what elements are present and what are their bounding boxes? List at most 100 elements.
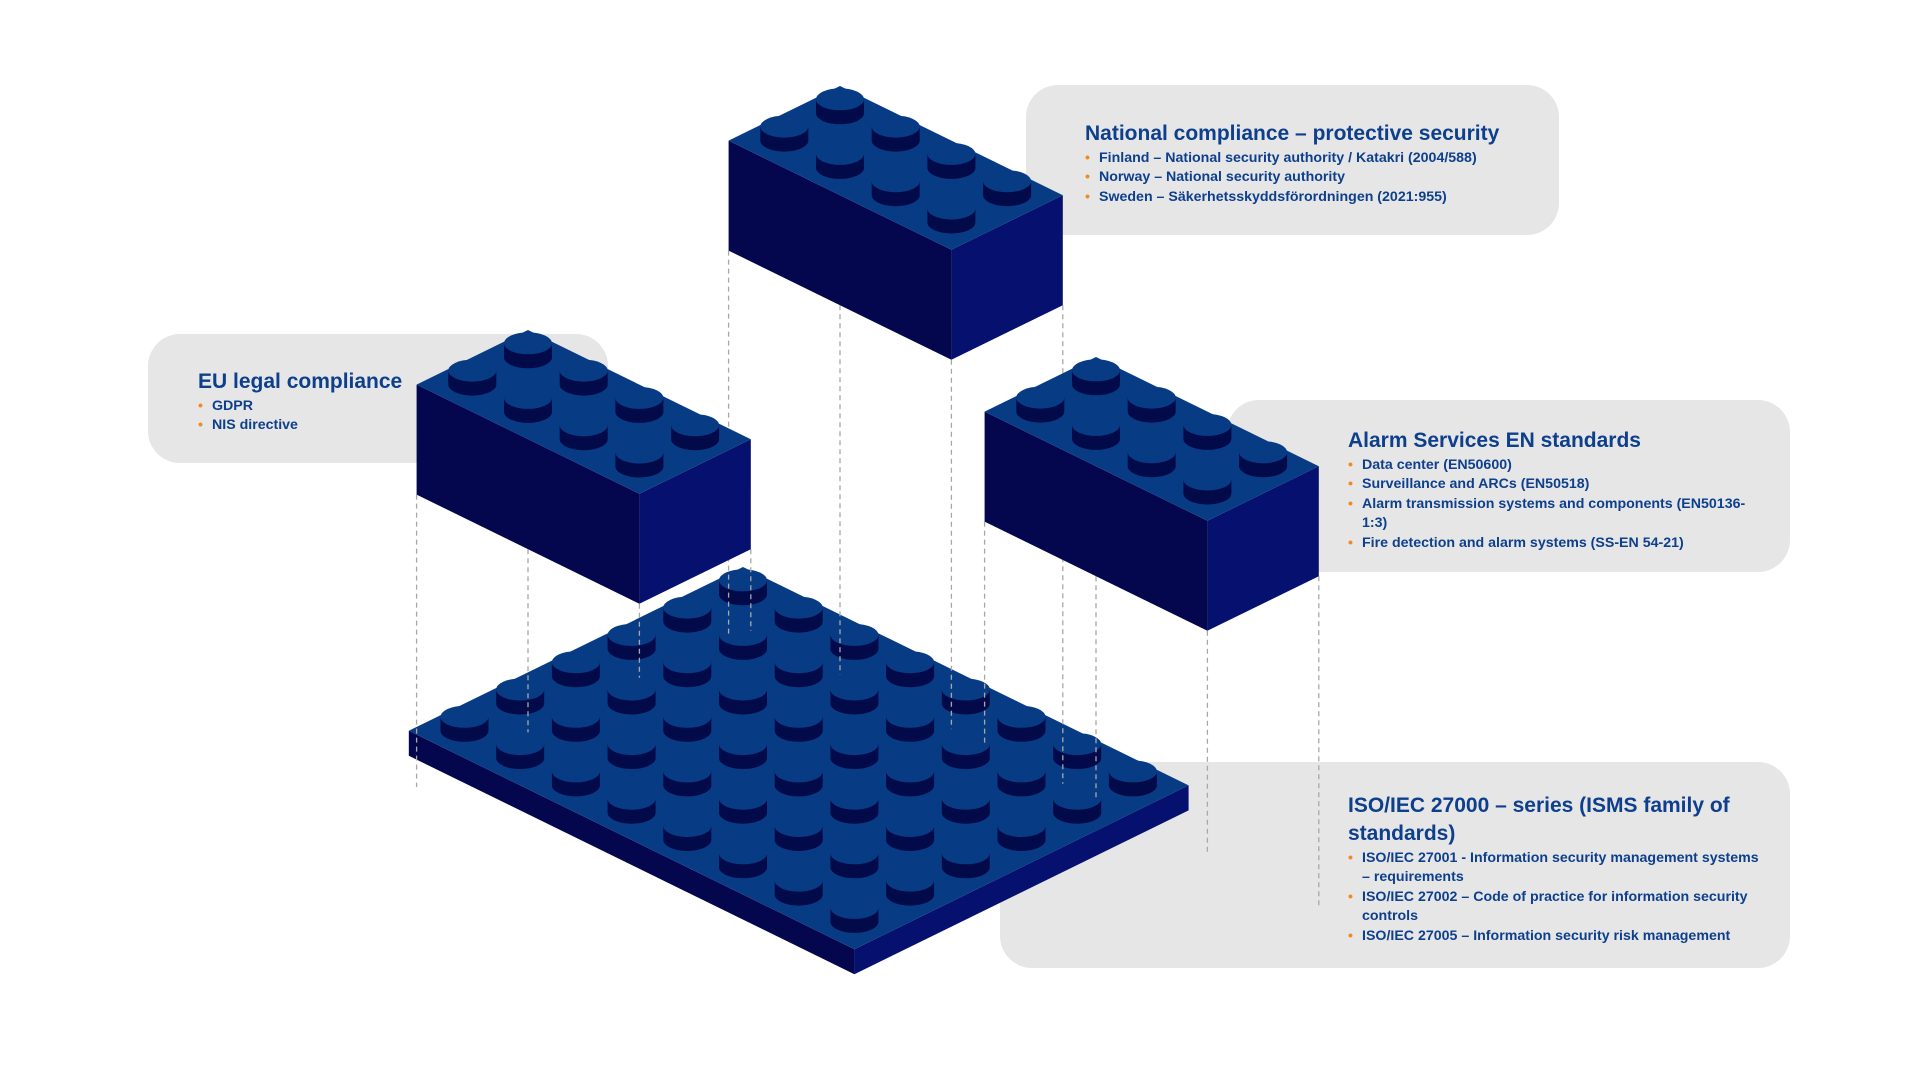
stud <box>607 678 656 715</box>
baseplate-brick <box>408 567 1189 975</box>
bullet-icon: • <box>1085 169 1090 186</box>
stud <box>760 115 809 152</box>
brick-left-face <box>408 730 855 975</box>
stud <box>551 760 600 797</box>
bullet-icon: • <box>1085 188 1090 205</box>
stud <box>830 733 879 770</box>
stud <box>615 441 664 478</box>
list-item: •Alarm transmission systems and componen… <box>1348 495 1746 532</box>
stud <box>941 678 990 715</box>
eu-compliance-brick <box>416 330 751 604</box>
stud <box>504 386 552 423</box>
stud <box>830 678 879 715</box>
list-item: •Fire detection and alarm systems (SS-EN… <box>1348 534 1748 553</box>
stud <box>615 386 664 423</box>
list-item: •Data center (EN50600) <box>1348 456 1748 475</box>
national-compliance-heading: National compliance – protective securit… <box>1085 122 1500 145</box>
stud <box>983 170 1032 207</box>
alarm-services-heading: Alarm Services EN standards <box>1348 429 1641 452</box>
stud <box>886 760 935 797</box>
stud <box>941 842 990 879</box>
brick-top-face <box>984 357 1319 521</box>
alarm-services-panel <box>1227 400 1790 572</box>
stud <box>1127 386 1176 423</box>
stud <box>607 733 656 770</box>
stud <box>886 869 935 906</box>
connector-lines <box>415 250 1320 910</box>
stud <box>1016 386 1065 423</box>
brick-left-face <box>416 384 640 604</box>
stud <box>816 142 864 179</box>
eu-compliance-text: EU legal compliance •GDPR •NIS directive <box>198 368 428 436</box>
stud <box>663 815 712 852</box>
stud <box>496 678 545 715</box>
stud <box>871 115 920 152</box>
stud <box>816 88 864 125</box>
stud <box>663 760 712 797</box>
stud <box>1108 760 1157 797</box>
stud <box>559 359 608 396</box>
national-compliance-list: •Finland – National security authority /… <box>1085 149 1545 207</box>
stud <box>663 596 712 633</box>
stud <box>504 332 552 369</box>
brick-right-face <box>639 439 751 604</box>
stud <box>830 896 879 933</box>
stud <box>551 705 600 742</box>
brick-top-face <box>728 86 1063 250</box>
stud <box>1053 787 1102 824</box>
bullet-icon: • <box>1348 927 1353 944</box>
eu-compliance-heading: EU legal compliance <box>198 370 403 393</box>
list-item: •ISO/IEC 27002 – Code of practice for in… <box>1348 888 1748 925</box>
stud <box>997 760 1046 797</box>
stud <box>997 815 1046 852</box>
iso-27000-list: •ISO/IEC 27001 - Information security ma… <box>1348 849 1768 946</box>
stud <box>719 842 767 879</box>
list-item: •Finland – National security authority /… <box>1085 149 1545 168</box>
list-item: •NIS directive <box>198 416 428 435</box>
stud <box>830 842 879 879</box>
bullet-icon: • <box>1348 888 1353 905</box>
stud <box>1053 733 1102 770</box>
stud <box>927 142 976 179</box>
stud <box>607 623 656 660</box>
stud <box>886 815 935 852</box>
stud <box>663 651 712 688</box>
alarm-services-brick <box>984 357 1319 631</box>
stud <box>1072 413 1120 450</box>
alarm-services-text: Alarm Services EN standards •Data center… <box>1348 427 1748 553</box>
brick-right-face <box>951 195 1063 360</box>
stud <box>440 705 489 742</box>
stud <box>719 623 767 660</box>
stud <box>941 787 990 824</box>
stud <box>607 787 656 824</box>
stud <box>719 787 767 824</box>
stud <box>559 414 608 451</box>
brick-right-face <box>854 785 1189 975</box>
stud <box>997 705 1046 742</box>
stud <box>663 705 712 742</box>
stud <box>496 733 545 770</box>
brick-right-face <box>1207 466 1319 631</box>
stud <box>719 733 767 770</box>
stud <box>774 869 823 906</box>
stud <box>774 815 823 852</box>
stud <box>927 197 976 234</box>
stud <box>774 705 823 742</box>
iso-27000-heading: ISO/IEC 27000 – series (ISMS family of s… <box>1348 794 1730 845</box>
national-compliance-text: National compliance – protective securit… <box>1085 120 1545 207</box>
stud <box>774 596 823 633</box>
alarm-services-list: •Data center (EN50600) •Surveillance and… <box>1348 456 1748 553</box>
stud <box>1183 468 1232 505</box>
iso-27000-text: ISO/IEC 27000 – series (ISMS family of s… <box>1348 792 1768 946</box>
national-compliance-brick <box>728 86 1063 360</box>
bullet-icon: • <box>198 417 203 434</box>
list-item: •ISO/IEC 27001 - Information security ma… <box>1348 850 1759 886</box>
stud <box>830 787 879 824</box>
stud <box>774 651 823 688</box>
list-item: •GDPR <box>198 397 428 416</box>
stud <box>886 651 935 688</box>
bullet-icon: • <box>1348 495 1353 512</box>
bullet-icon: • <box>1348 457 1353 473</box>
stud <box>774 760 823 797</box>
